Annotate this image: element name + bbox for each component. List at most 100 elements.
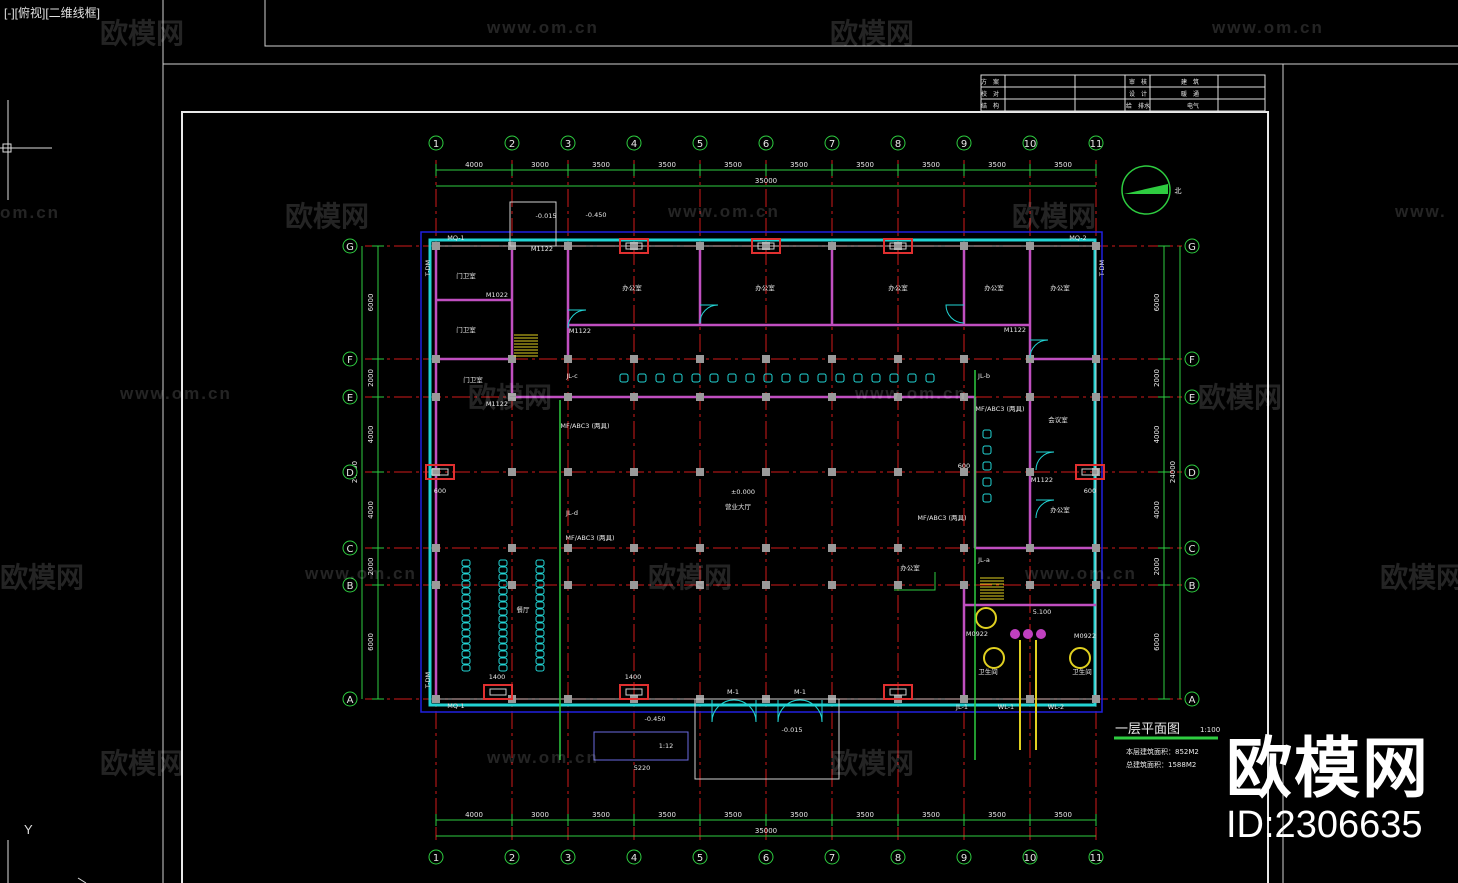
axis-bubble [504, 135, 520, 151]
axis-bubble [560, 849, 576, 865]
axis-bubble-label: 9 [961, 139, 967, 150]
plan-label: 600 [958, 462, 970, 470]
drawing-sheet-frames [162, 0, 1458, 883]
north-label: 北 [1175, 187, 1182, 195]
north-arrow-icon [1121, 165, 1171, 215]
column [828, 242, 836, 250]
title-block-cell: 方 案 [981, 78, 999, 86]
column [960, 393, 968, 401]
axis-bubble-label: 4 [631, 853, 637, 864]
plan-label: M0922 [966, 630, 988, 638]
column [508, 355, 516, 363]
dim-span-y: 6000 [367, 294, 375, 312]
column [762, 581, 770, 589]
plan-label: 600 [1084, 487, 1096, 495]
axis-bubble-label: 2 [509, 853, 515, 864]
dim-span-x: 3500 [658, 811, 676, 819]
dining-seat [461, 636, 471, 644]
plan-label: 办公室 [1050, 505, 1070, 514]
brand-name: 欧模网 [1226, 731, 1430, 805]
dining-seat [461, 650, 471, 658]
fixture [983, 647, 1005, 669]
watermark: www.om.cn [1025, 564, 1137, 583]
dining-seat [461, 622, 471, 630]
pipe [894, 572, 936, 591]
dim-span-x: 3500 [724, 811, 742, 819]
axis-bubble-label: 2 [509, 139, 515, 150]
dining-seat [498, 608, 508, 616]
column [762, 242, 770, 250]
dim-span-x: 3500 [922, 161, 940, 169]
outer-boundary [420, 231, 1103, 713]
axis-bubble [1184, 464, 1200, 480]
plan-label: M1122 [569, 327, 591, 335]
column [432, 581, 440, 589]
dim-span-x: 3500 [592, 161, 610, 169]
dining-seat [461, 580, 471, 588]
axis-bubble [1022, 135, 1038, 151]
plan-label: 办公室 [755, 283, 775, 292]
total-area: 总建筑面积：1588M2 [1126, 760, 1196, 769]
column [1026, 581, 1034, 589]
column [762, 468, 770, 476]
watermark: om.cn [0, 203, 61, 222]
watermark: www. [1395, 202, 1447, 221]
column [960, 468, 968, 476]
plan-label: 营业大厅 [725, 502, 752, 511]
watermark: www.om.cn [487, 748, 599, 767]
dining-seat [535, 573, 545, 581]
plan-label: M0922 [1074, 632, 1096, 640]
plan-label: M1122 [1004, 326, 1026, 334]
column [432, 355, 440, 363]
plan-label: 会议室 [1048, 415, 1068, 424]
column [828, 393, 836, 401]
meeting-seat [982, 429, 992, 439]
ramp [593, 731, 689, 761]
column [960, 355, 968, 363]
dining-seat [535, 629, 545, 637]
axis-bubble-label: A [1189, 695, 1196, 706]
watermark: www.om.cn [120, 384, 232, 403]
title-block-cell: 给 排水 [1126, 102, 1150, 110]
axis-bubble-label: 1 [433, 139, 439, 150]
column [564, 393, 572, 401]
seat [853, 373, 863, 383]
column [696, 581, 704, 589]
dining-seat [498, 580, 508, 588]
axis-bubble-label: B [1189, 581, 1196, 592]
window [425, 464, 455, 480]
column [894, 468, 902, 476]
watermark: 欧模网 [1198, 382, 1283, 413]
dim-span-y: 4000 [367, 501, 375, 519]
plan-label: MF/ABC3 (两具) [917, 514, 966, 522]
axis-bubble [342, 351, 358, 367]
title-block-frame [980, 74, 1266, 112]
seat [745, 373, 755, 383]
axis-bubble [504, 849, 520, 865]
axis-bubble [626, 135, 642, 151]
seat [691, 373, 701, 383]
watermark: 欧模网 [0, 562, 85, 593]
plan-label: -0.450 [586, 211, 607, 219]
axis-bubble [1088, 849, 1104, 865]
dining-seat [535, 615, 545, 623]
column [960, 242, 968, 250]
column [828, 581, 836, 589]
column [762, 355, 770, 363]
column [564, 581, 572, 589]
plan-label: -0.015 [536, 212, 557, 220]
dim-total-y: 24000 [1169, 461, 1177, 483]
watermark: 欧模网 [100, 18, 185, 49]
plan-label: -0.450 [645, 715, 666, 723]
column [762, 544, 770, 552]
dining-seat [461, 573, 471, 581]
dining-seat [498, 559, 508, 567]
axis-bubble-label: E [1189, 393, 1195, 404]
dining-seat [498, 657, 508, 665]
viewport-controls-label[interactable]: [-][俯视][二维线框] [4, 6, 101, 20]
dining-seat [498, 587, 508, 595]
axis-bubble-label: 6 [763, 139, 769, 150]
fixture [975, 607, 997, 629]
dim-span-y: 2000 [367, 369, 375, 387]
